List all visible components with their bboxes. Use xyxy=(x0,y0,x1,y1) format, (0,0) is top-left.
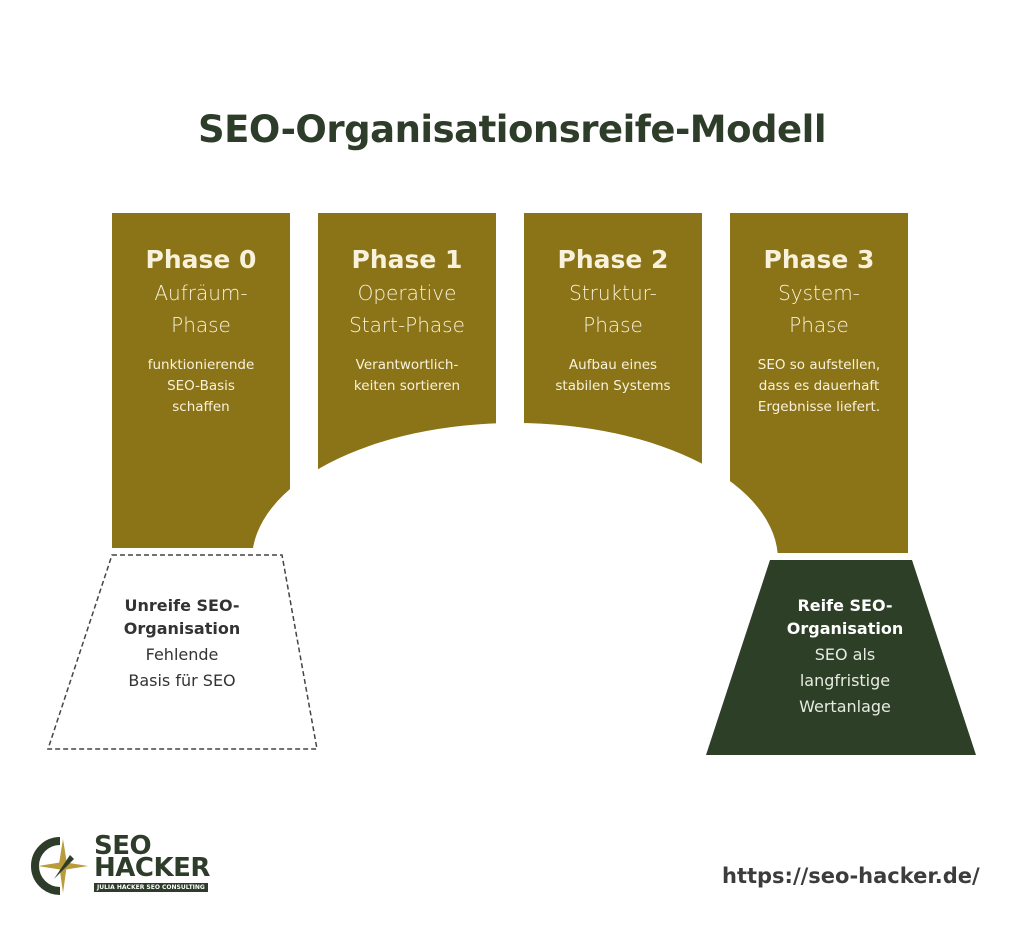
phase-name: Struktur- xyxy=(569,281,657,305)
phase-desc: Verantwortlich-keiten sortieren xyxy=(353,357,461,394)
phase-name: Aufräum- xyxy=(154,281,248,305)
phase-name: Phase xyxy=(583,313,643,337)
phase-name: Operative xyxy=(357,281,457,305)
phase-1-column xyxy=(318,213,496,548)
website-url[interactable]: https://seo-hacker.de/ xyxy=(722,864,980,888)
phase-name: System- xyxy=(778,281,860,305)
page-title: SEO-Organisationsreife-Modell xyxy=(198,108,827,151)
phase-name: Phase xyxy=(789,313,849,337)
phase-label: Phase 0 xyxy=(145,245,257,274)
phase-label: Phase 3 xyxy=(763,245,875,274)
phase-3-column xyxy=(730,213,908,553)
immature-org-trapezoid xyxy=(46,554,318,750)
phase-label: Phase 2 xyxy=(557,245,669,274)
mature-org-trapezoid xyxy=(706,560,976,755)
compass-icon xyxy=(31,837,88,895)
phase-name: Start-Phase xyxy=(349,313,465,337)
phase-name: Phase xyxy=(171,313,231,337)
phase-label: Phase 1 xyxy=(351,245,463,274)
phase-0-column xyxy=(112,213,290,548)
phase-1-text: Phase 1 Operative Start-Phase Verantwort… xyxy=(318,243,496,397)
phase-2-column xyxy=(524,213,702,548)
phase-3-text: Phase 3 System- Phase SEO so aufstellen,… xyxy=(730,243,908,418)
